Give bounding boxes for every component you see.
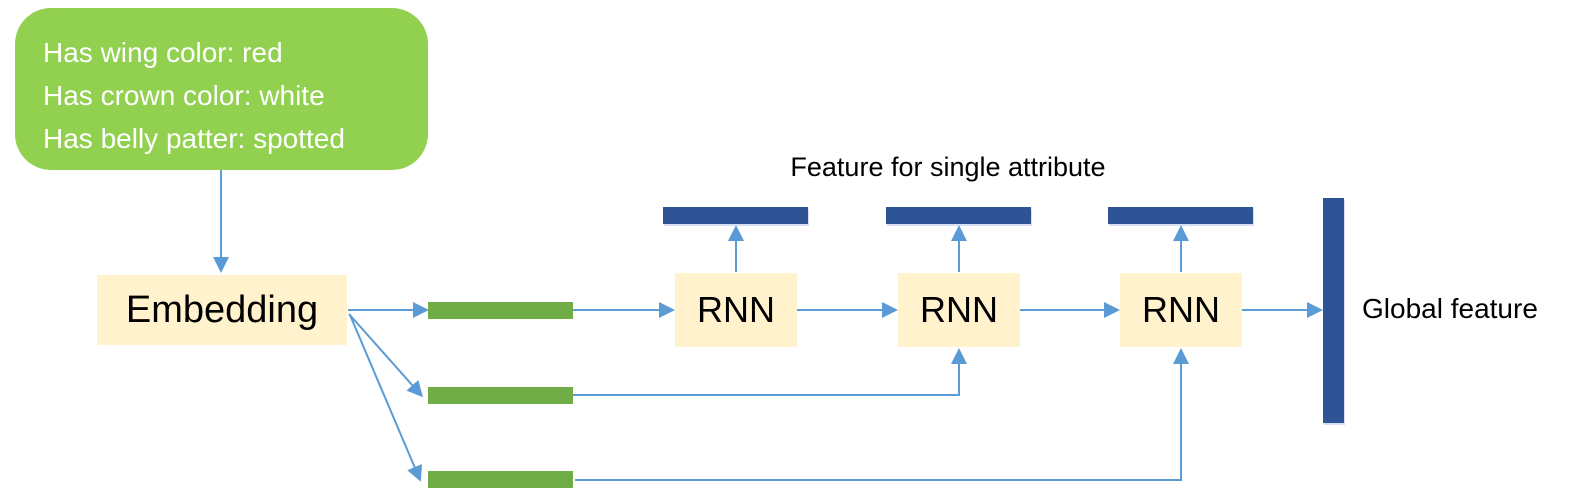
arrow-vector2-to-rnn2 bbox=[573, 348, 967, 396]
rnn-box-3: RNN bbox=[1120, 273, 1242, 347]
attribute-line-wing-color: Has wing color: red bbox=[43, 37, 283, 68]
embedding-label: Embedding bbox=[125, 288, 319, 331]
arrow-embedding-to-vector-2 bbox=[348, 313, 423, 398]
attribute-feature-bar-3 bbox=[1108, 207, 1253, 224]
global-feature-bar bbox=[1323, 198, 1344, 423]
attribute-list-box: Has wing color: red Has crown color: whi… bbox=[15, 8, 428, 170]
rnn-label-3: RNN bbox=[1142, 289, 1220, 330]
arrow-vector3-to-rnn3 bbox=[575, 348, 1189, 481]
feature-caption: Feature for single attribute bbox=[790, 152, 1106, 182]
attribute-line-crown-color: Has crown color: white bbox=[43, 80, 325, 111]
arrow-embedding-to-vector-3 bbox=[349, 314, 422, 482]
attribute-line-belly-pattern: Has belly patter: spotted bbox=[43, 123, 345, 154]
attribute-feature-bar-1 bbox=[663, 207, 808, 224]
embedding-vector-bar-3 bbox=[428, 471, 573, 488]
rnn-box-2: RNN bbox=[898, 273, 1020, 347]
embedding-box: Embedding bbox=[97, 275, 347, 345]
rnn-box-1: RNN bbox=[675, 273, 797, 347]
global-feature-caption: Global feature bbox=[1362, 293, 1538, 324]
embedding-vector-bar-2 bbox=[428, 387, 573, 404]
attribute-feature-bar-2 bbox=[886, 207, 1031, 224]
rnn-label-1: RNN bbox=[697, 289, 775, 330]
embedding-vector-bar-1 bbox=[428, 302, 573, 319]
rnn-label-2: RNN bbox=[920, 289, 998, 330]
